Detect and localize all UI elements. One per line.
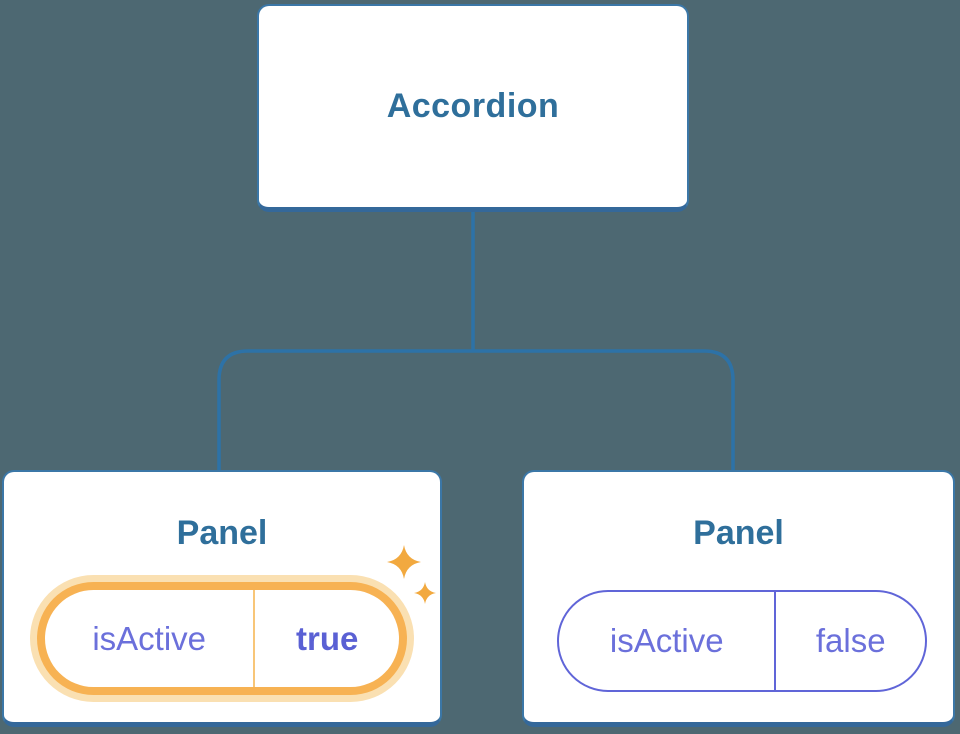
panel-node-active: Panel isActive true xyxy=(2,470,442,727)
accordion-node-label: Accordion xyxy=(386,87,560,125)
sparkle-large-icon xyxy=(387,545,421,579)
sparkles-icon xyxy=(387,545,436,604)
panel-node-inactive: Panel isActive false xyxy=(522,470,955,727)
sparkle-small-icon xyxy=(414,582,436,604)
state-prop-value: false xyxy=(815,622,886,659)
state-pill-active-ring: isActive true xyxy=(37,582,407,695)
accordion-node: Accordion xyxy=(257,4,689,212)
state-prop-value: true xyxy=(295,619,359,657)
state-pill-divider xyxy=(774,592,777,690)
state-pill-divider xyxy=(253,590,256,687)
state-pill-active-highlight: isActive true xyxy=(30,575,414,702)
state-pill-active: isActive true xyxy=(45,590,399,687)
connector-branch xyxy=(217,349,735,474)
state-prop-name: isActive xyxy=(92,619,207,657)
state-prop-name: isActive xyxy=(609,622,724,659)
state-pill-inactive: isActive false xyxy=(557,590,927,692)
panel-node-title: Panel xyxy=(693,514,784,552)
panel-node-title: Panel xyxy=(176,514,268,552)
